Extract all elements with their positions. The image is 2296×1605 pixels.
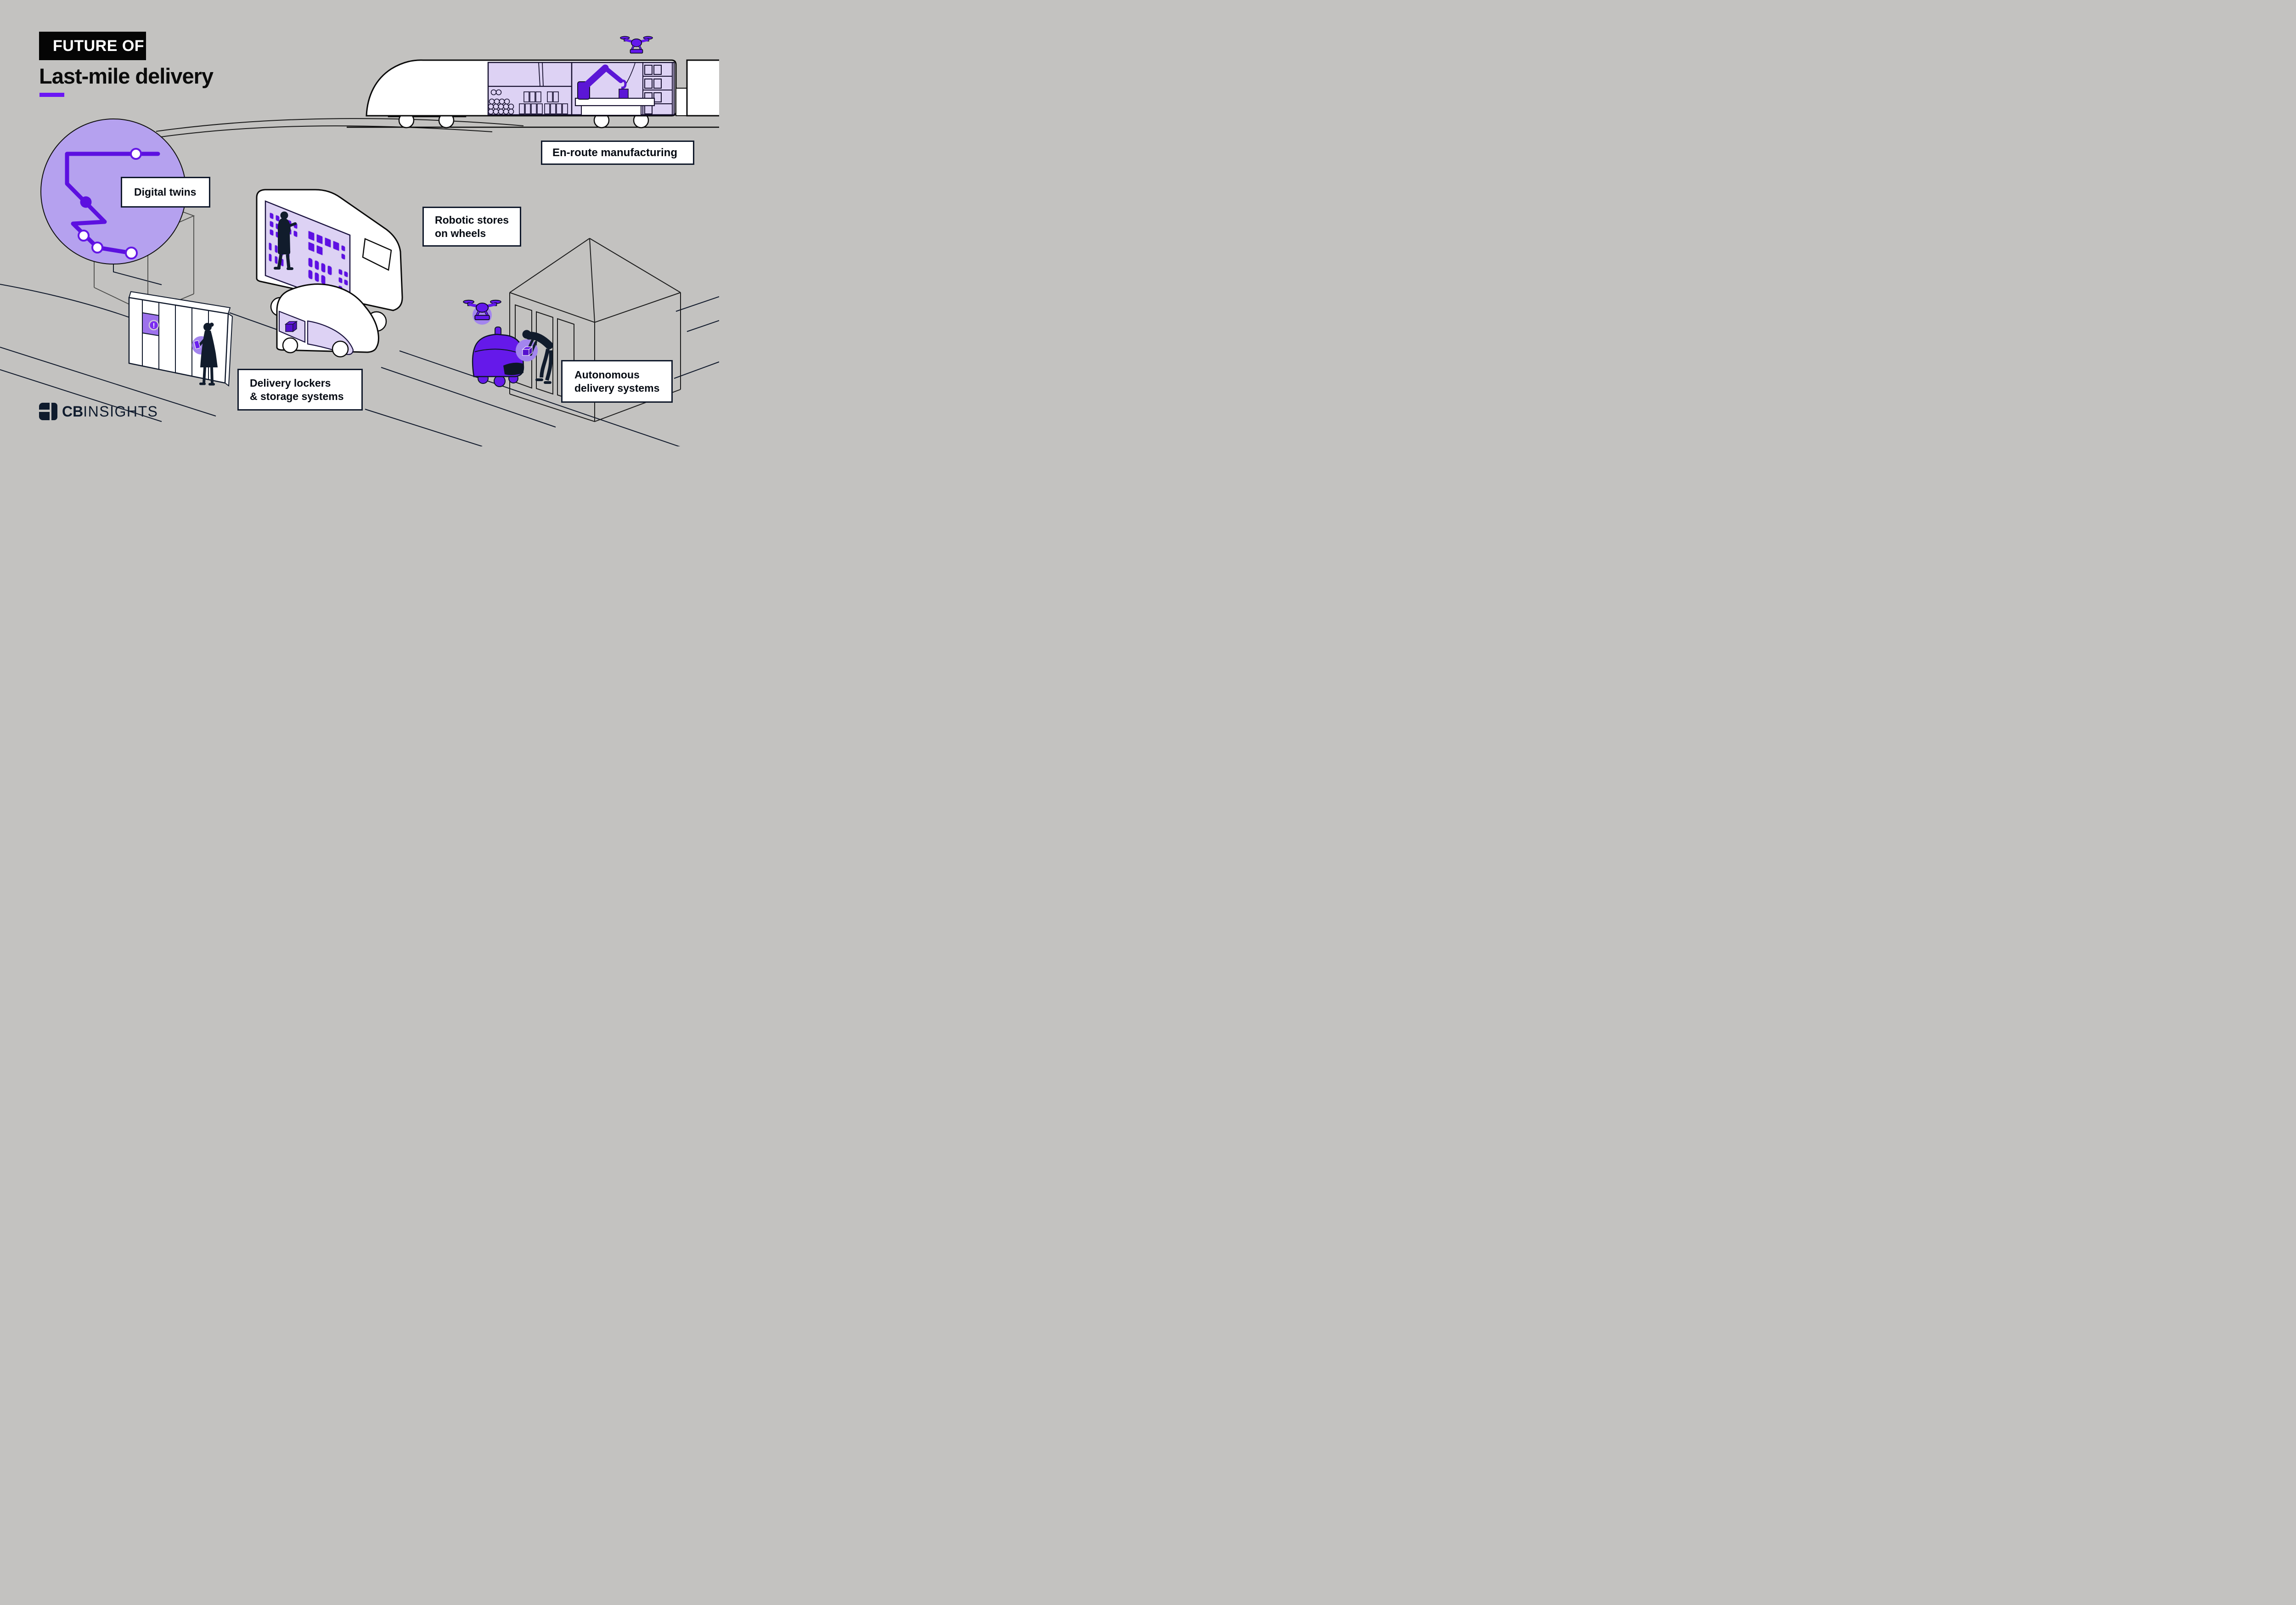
delivery-robot (472, 327, 524, 387)
kicker-text: FUTURE OF (53, 37, 145, 55)
autonomous-delivery-scene (463, 300, 553, 387)
logo-cb-text: CB (62, 403, 84, 420)
train-illustration (347, 36, 719, 129)
alert-badge-icon: ! (148, 320, 159, 331)
callout-label: Digital twins (134, 186, 197, 198)
courier-silhouette (522, 330, 553, 384)
shopper-silhouette (274, 211, 297, 270)
kicker-banner: FUTURE OF (39, 32, 146, 60)
callout-label-line2: delivery systems (574, 382, 660, 394)
route-stop-node (130, 148, 142, 160)
robotic-store-van (256, 189, 403, 332)
route-stop-node (125, 247, 138, 259)
callout-label: En-route manufacturing (552, 146, 678, 159)
drone-icon (620, 36, 653, 53)
logo-mark-icon (39, 403, 57, 420)
package-icon (619, 89, 629, 99)
drone-icon (463, 300, 501, 320)
digital-twins-circle (40, 118, 186, 265)
train-coupling (675, 88, 687, 116)
infographic-canvas: { "page": { "background": "#c3c2c0", "br… (0, 0, 719, 446)
barrel-stack (488, 89, 514, 115)
robot-visor (503, 362, 523, 375)
callout-autonomous-delivery: Autonomous delivery systems (561, 360, 673, 403)
callout-label-line2: & storage systems (250, 390, 344, 402)
route-current-node (80, 196, 92, 208)
callout-label-line1: Autonomous (574, 368, 640, 381)
callout-en-route-manufacturing: En-route manufacturing (541, 141, 694, 165)
callout-robotic-stores: Robotic stores on wheels (422, 207, 521, 247)
delivery-minivan (276, 283, 379, 358)
callout-label-line1: Delivery lockers (250, 377, 331, 389)
callout-delivery-lockers: Delivery lockers & storage systems (237, 369, 363, 411)
infographic-stage: ! (0, 0, 719, 446)
robotic-arm-icon (577, 64, 629, 100)
alert-badge-glyph: ! (153, 322, 155, 330)
train-car (686, 59, 719, 117)
title-underline (39, 93, 64, 97)
van-windshield (362, 238, 392, 271)
callout-label-line1: Robotic stores (435, 214, 509, 226)
callout-label-line2: on wheels (435, 227, 486, 239)
customer-silhouette (198, 322, 218, 386)
package-icon (522, 346, 533, 356)
box-stack (519, 91, 568, 114)
package-icon (284, 321, 298, 332)
logo-insights-text: INSIGHTS (83, 403, 158, 420)
route-map-icon (65, 148, 160, 259)
callout-digital-twins: Digital twins (121, 177, 210, 208)
route-stop-node (91, 242, 103, 253)
road-lines (0, 118, 719, 446)
page-title: Last-mile delivery (39, 64, 214, 88)
illustration-scene: ! (0, 0, 719, 446)
route-stop-node (78, 230, 90, 242)
locker-wall: ! (128, 291, 233, 387)
smartphone-icon (193, 340, 201, 349)
